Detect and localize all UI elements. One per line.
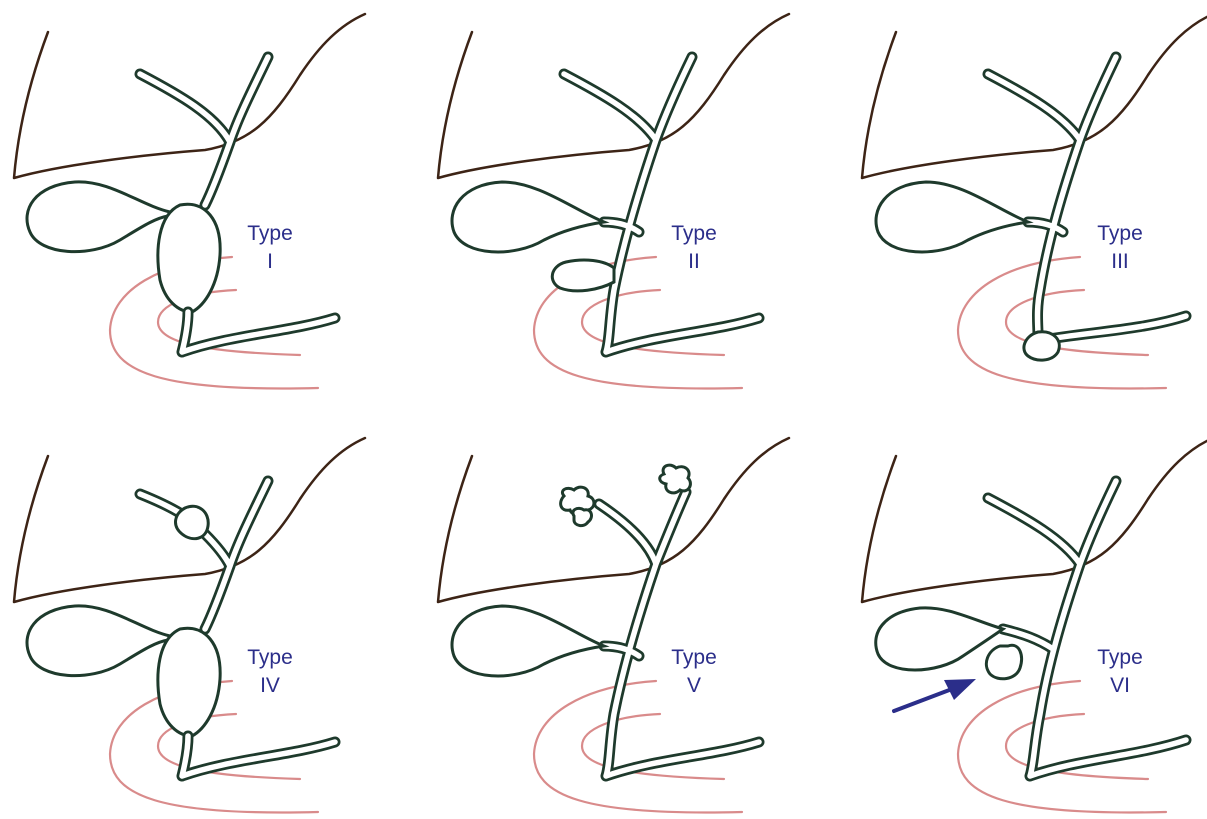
panel-label-line1: Type (247, 222, 293, 245)
arrow-indicator (894, 679, 976, 711)
panel-label-line1: Type (1097, 222, 1143, 245)
panel-label-line1: Type (247, 646, 293, 669)
biliary-tree (876, 481, 1186, 776)
panel-label-line2: II (688, 250, 700, 273)
panel-type-5: Type V (438, 438, 789, 813)
biliary-tree (452, 57, 759, 352)
panel-type-2: Type II (438, 14, 789, 389)
arrow-head (944, 679, 976, 700)
panel-label-line1: Type (671, 222, 717, 245)
panel-type-1: Type I (14, 14, 365, 389)
panel-label-line2: III (1111, 250, 1129, 273)
panel-type-6: Type VI (862, 438, 1207, 813)
duodenum (534, 681, 742, 813)
duodenum (958, 681, 1166, 813)
biliary-tree (27, 57, 335, 352)
panel-label-line2: IV (260, 674, 280, 697)
panel-label-line1: Type (1097, 646, 1143, 669)
panel-label-line2: VI (1110, 674, 1130, 697)
biliary-tree (452, 465, 759, 776)
panel-type-3: Type III (862, 14, 1207, 389)
biliary-tree (27, 481, 335, 776)
arrow-shaft (894, 689, 952, 711)
panel-label-line2: I (267, 250, 273, 273)
panel-type-4: Type IV (14, 438, 365, 813)
panel-label-line1: Type (671, 646, 717, 669)
panel-label-line2: V (687, 674, 701, 697)
biliary-tree (876, 57, 1186, 360)
